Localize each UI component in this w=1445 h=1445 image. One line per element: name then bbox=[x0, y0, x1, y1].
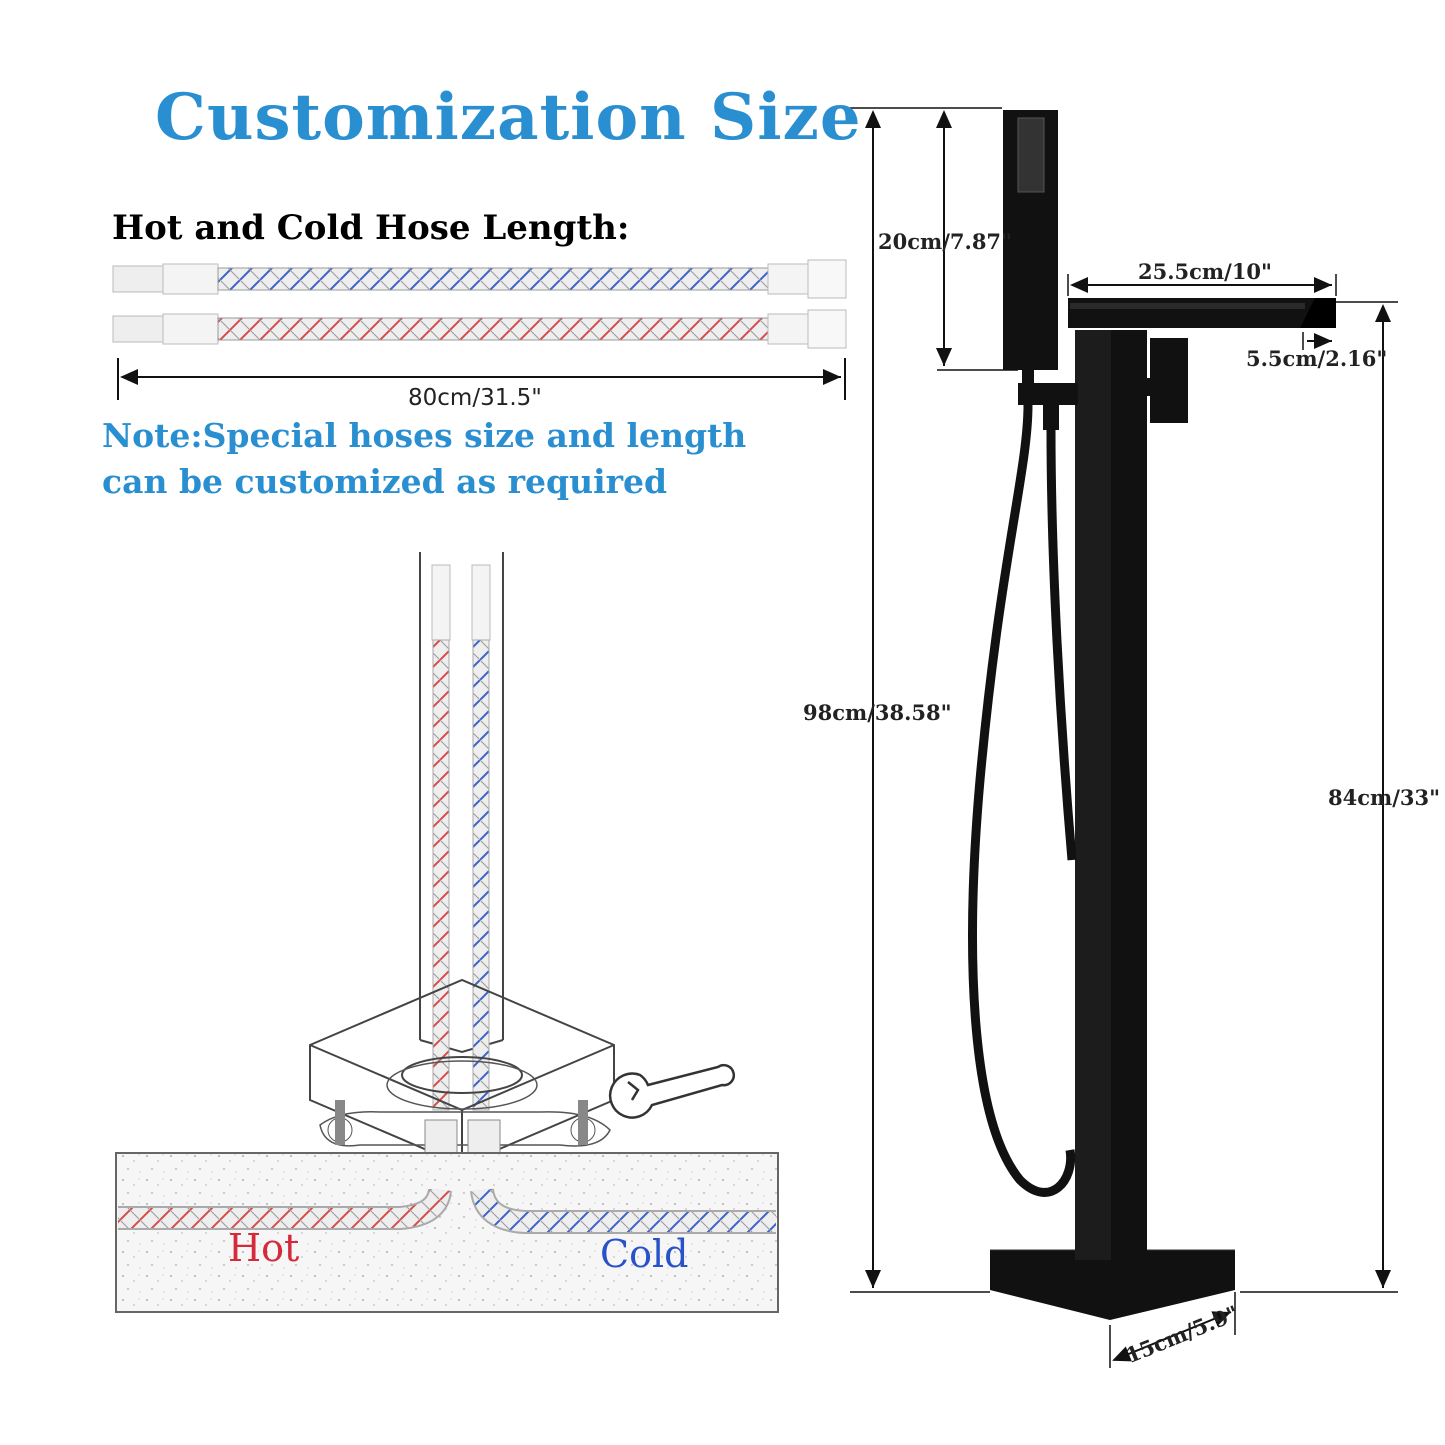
note-line-1: Note:Special hoses size and length bbox=[102, 416, 747, 455]
hose-heading: Hot and Cold Hose Length: bbox=[112, 208, 630, 248]
spout-length-label: 25.5cm/10" bbox=[1138, 259, 1272, 284]
hose-cold-top bbox=[112, 259, 847, 299]
base-width-dimension bbox=[1109, 1292, 1236, 1368]
spout-length-dimension bbox=[1067, 274, 1337, 296]
hot-label: Hot bbox=[228, 1226, 300, 1270]
installation-diagram bbox=[115, 552, 779, 1313]
hose-length-label: 80cm/31.5" bbox=[408, 385, 542, 411]
freestanding-faucet bbox=[968, 110, 1336, 1320]
hose-hot-top bbox=[112, 309, 847, 349]
spout-height-label: 5.5cm/2.16" bbox=[1246, 346, 1388, 371]
hose-length-dimension bbox=[117, 358, 846, 400]
height-dimension-98 bbox=[850, 107, 1002, 1293]
wrench-icon bbox=[608, 1063, 735, 1119]
spout-height-dimension bbox=[1302, 332, 1332, 350]
spout-clearance-label: 84cm/33" bbox=[1328, 785, 1441, 810]
note-line-2: can be customized as required bbox=[102, 462, 668, 501]
page-title: Customization Size bbox=[155, 80, 862, 155]
spout-clearance-dimension bbox=[1240, 301, 1398, 1293]
hand-shower-label: 20cm/7.87" bbox=[878, 229, 1012, 254]
cold-label: Cold bbox=[600, 1232, 689, 1276]
hand-shower-dimension bbox=[936, 110, 1018, 371]
total-height-label: 98cm/38.58" bbox=[803, 700, 952, 725]
